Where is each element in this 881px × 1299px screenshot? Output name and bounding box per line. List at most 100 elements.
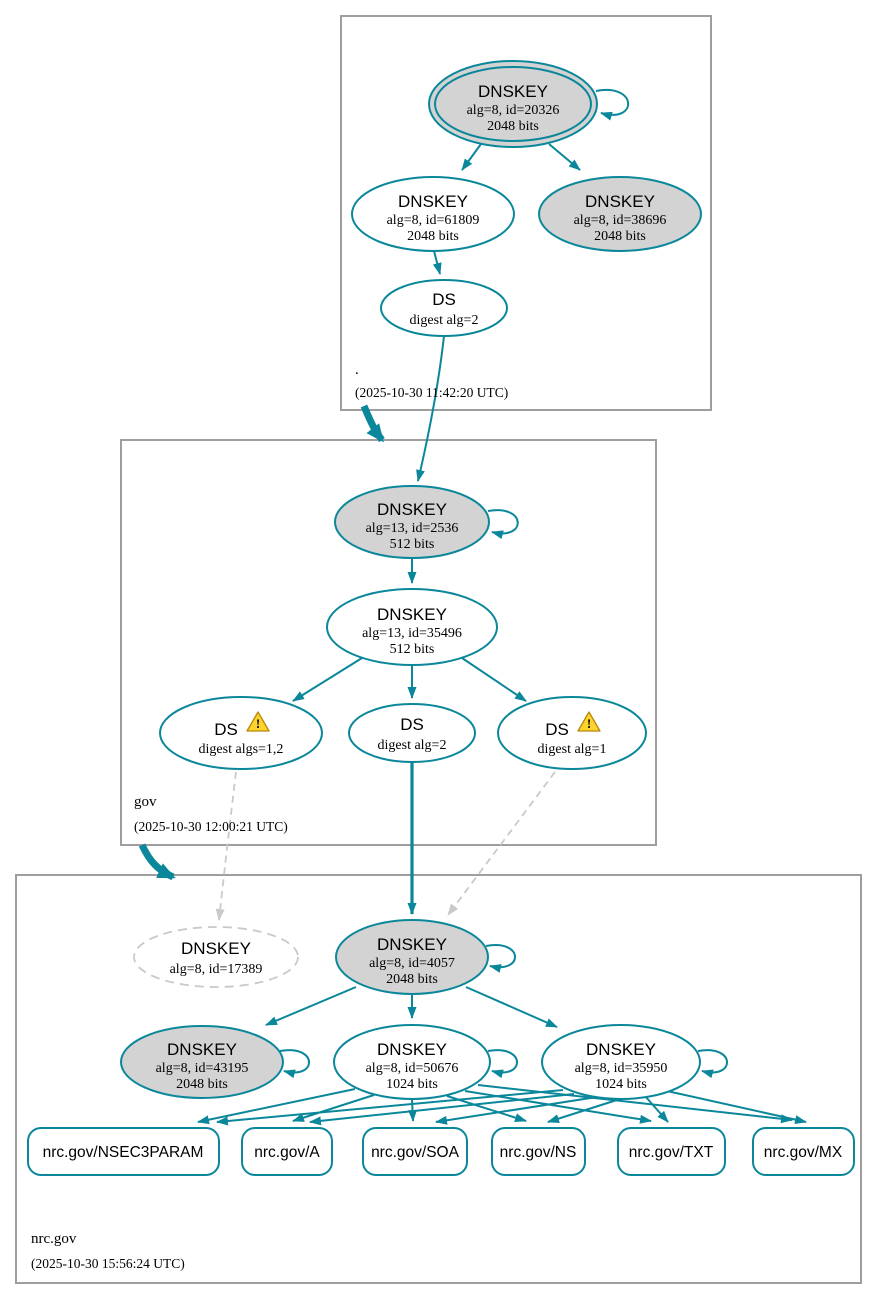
zone-timestamp-nrc-gov: (2025-10-30 15:56:24 UTC) xyxy=(31,1256,185,1271)
dnskey-4057-title: DNSKEY xyxy=(377,935,447,954)
dnskey-35950-title: DNSKEY xyxy=(586,1040,656,1059)
edge-zsk35496-to-ds-algs12 xyxy=(292,657,363,702)
ds-alg-2-title: DS xyxy=(400,715,424,734)
dnskey-20326-title: DNSKEY xyxy=(478,82,548,101)
ds-alg-2-node[interactable]: DS digest alg=2 xyxy=(348,703,476,763)
edge-zsk35496-to-ds-alg1 xyxy=(461,657,527,702)
dnskey-17389-detail: alg=8, id=17389 xyxy=(170,962,263,977)
dnskey-35950-bits: 1024 bits xyxy=(595,1077,647,1092)
ds-alg-1-title: DS xyxy=(545,720,569,739)
rrset-nrc-gov-txt-node[interactable]: nrc.gov/TXT xyxy=(617,1127,726,1176)
rrset-label: nrc.gov/SOA xyxy=(371,1144,460,1161)
dnskey-17389-title: DNSKEY xyxy=(181,939,251,958)
dnskey-4057-bits: 2048 bits xyxy=(386,972,438,987)
dnskey-61809-detail: alg=8, id=61809 xyxy=(387,213,480,228)
edge-ksk4057-to-key43195 xyxy=(265,986,357,1026)
edge-gov-ds-algs12-to-missing-dnskey-17389-dashed xyxy=(215,771,237,921)
zone-delegation-arrow-gov-to-nrc-gov xyxy=(138,843,176,881)
dnskey-61809-title: DNSKEY xyxy=(398,192,468,211)
edge-ksk20326-to-key38696 xyxy=(548,143,581,171)
dnskey-20326-node[interactable]: DNSKEY alg=8, id=20326 2048 bits xyxy=(428,60,598,148)
edge-key43195-self-sign xyxy=(279,1049,310,1079)
dnskey-17389-missing-node[interactable]: DNSKEY alg=8, id=17389 xyxy=(133,926,299,988)
edge-root-ds-to-gov-ksk xyxy=(416,335,445,482)
warning-icon: ! xyxy=(577,711,601,732)
edge-zsk50676-to-a xyxy=(292,1094,375,1122)
dnskey-35950-node[interactable]: DNSKEY alg=8, id=35950 1024 bits xyxy=(541,1024,701,1100)
svg-text:!: ! xyxy=(587,716,591,731)
rrset-label: nrc.gov/TXT xyxy=(629,1144,714,1161)
rrset-label: nrc.gov/A xyxy=(254,1144,320,1161)
dnskey-38696-bits: 2048 bits xyxy=(594,229,646,244)
rrset-nrc-gov-mx-node[interactable]: nrc.gov/MX xyxy=(752,1127,855,1176)
ds-algs-1-2-node[interactable]: DS ! digest algs=1,2 xyxy=(159,696,323,770)
dnskey-2536-title: DNSKEY xyxy=(377,500,447,519)
edge-ksk20326-to-zsk61809 xyxy=(461,143,482,171)
zone-label-root: . xyxy=(355,362,359,378)
edge-zsk61809-to-ds xyxy=(432,250,442,275)
rrset-nrc-gov-ns-node[interactable]: nrc.gov/NS xyxy=(491,1127,586,1176)
edge-zsk35950-to-ns xyxy=(547,1098,621,1123)
zone-label-nrc-gov: nrc.gov xyxy=(31,1231,77,1247)
dnskey-61809-node[interactable]: DNSKEY alg=8, id=61809 2048 bits xyxy=(351,176,515,252)
edge-gov-ds-alg1-to-nrc-ksk4057-dashed xyxy=(447,771,556,916)
dnskey-38696-detail: alg=8, id=38696 xyxy=(574,213,667,228)
rrset-label: nrc.gov/MX xyxy=(764,1144,843,1161)
rrset-nrc-gov-soa-node[interactable]: nrc.gov/SOA xyxy=(362,1127,468,1176)
dnskey-35496-title: DNSKEY xyxy=(377,605,447,624)
edge-ksk20326-self-sign xyxy=(595,88,630,121)
dnskey-38696-node[interactable]: DNSKEY alg=8, id=38696 2048 bits xyxy=(538,176,702,252)
rrset-label: nrc.gov/NSEC3PARAM xyxy=(43,1144,204,1161)
dnskey-43195-detail: alg=8, id=43195 xyxy=(156,1061,249,1076)
edge-ksk4057-to-zsk35950 xyxy=(465,986,558,1028)
edge-zsk35950-self-sign xyxy=(697,1049,728,1079)
ds-algs-1-2-title: DS xyxy=(214,720,238,739)
ds-alg-1-detail: digest alg=1 xyxy=(538,742,607,757)
dnskey-4057-node[interactable]: DNSKEY alg=8, id=4057 2048 bits xyxy=(335,919,489,995)
dnskey-50676-detail: alg=8, id=50676 xyxy=(366,1061,459,1076)
edge-zsk35950-to-nsec3param xyxy=(216,1089,564,1126)
edge-zsk50676-to-nsec3param xyxy=(197,1088,356,1125)
dnskey-35496-detail: alg=13, id=35496 xyxy=(362,626,462,641)
dnskey-2536-bits: 512 bits xyxy=(390,537,435,552)
dnskey-35496-node[interactable]: DNSKEY alg=13, id=35496 512 bits xyxy=(326,588,498,666)
edge-ksk4057-self-sign xyxy=(485,944,516,973)
warning-icon: ! xyxy=(246,711,270,732)
edge-ksk2536-self-sign xyxy=(487,509,519,540)
dnskey-43195-bits: 2048 bits xyxy=(176,1077,228,1092)
dnskey-61809-bits: 2048 bits xyxy=(407,229,459,244)
edge-zsk50676-to-soa xyxy=(408,1098,417,1122)
dnskey-20326-detail: alg=8, id=20326 xyxy=(467,103,560,118)
ds-alg-1-node[interactable]: DS ! digest alg=1 xyxy=(497,696,647,770)
zone-label-gov: gov xyxy=(134,794,157,810)
ds-root-detail: digest alg=2 xyxy=(410,313,479,328)
dnskey-35950-detail: alg=8, id=35950 xyxy=(575,1061,668,1076)
dnskey-2536-detail: alg=13, id=2536 xyxy=(366,521,459,536)
zone-delegation-arrow-root-to-gov xyxy=(360,404,385,443)
ds-root-node[interactable]: DS digest alg=2 xyxy=(380,279,508,337)
edge-zsk35950-to-a xyxy=(309,1093,575,1126)
dnskey-43195-title: DNSKEY xyxy=(167,1040,237,1059)
ds-root-title: DS xyxy=(432,290,456,309)
edge-zsk50676-to-mx xyxy=(477,1084,793,1124)
dnskey-50676-node[interactable]: DNSKEY alg=8, id=50676 1024 bits xyxy=(333,1024,491,1100)
ds-alg-2-detail: digest alg=2 xyxy=(378,738,447,753)
rrset-nrc-gov-nsec3param-node[interactable]: nrc.gov/NSEC3PARAM xyxy=(27,1127,220,1176)
dnskey-35496-bits: 512 bits xyxy=(390,642,435,657)
rrset-nrc-gov-a-node[interactable]: nrc.gov/A xyxy=(241,1127,333,1176)
edge-zsk35950-to-soa xyxy=(435,1096,598,1125)
zone-timestamp-gov: (2025-10-30 12:00:21 UTC) xyxy=(134,819,288,834)
ds-algs-1-2-detail: digest algs=1,2 xyxy=(199,742,284,757)
dnskey-50676-bits: 1024 bits xyxy=(386,1077,438,1092)
dnskey-50676-title: DNSKEY xyxy=(377,1040,447,1059)
dnskey-4057-detail: alg=8, id=4057 xyxy=(369,956,455,971)
zone-timestamp-root: (2025-10-30 11:42:20 UTC) xyxy=(355,385,508,400)
dnskey-43195-node[interactable]: DNSKEY alg=8, id=43195 2048 bits xyxy=(120,1025,284,1099)
rrset-label: nrc.gov/NS xyxy=(500,1144,577,1161)
edge-zsk35950-to-mx xyxy=(666,1090,807,1124)
edge-zsk50676-self-sign xyxy=(487,1049,518,1079)
dnskey-20326-bits: 2048 bits xyxy=(487,119,539,134)
dnskey-2536-node[interactable]: DNSKEY alg=13, id=2536 512 bits xyxy=(334,485,490,559)
